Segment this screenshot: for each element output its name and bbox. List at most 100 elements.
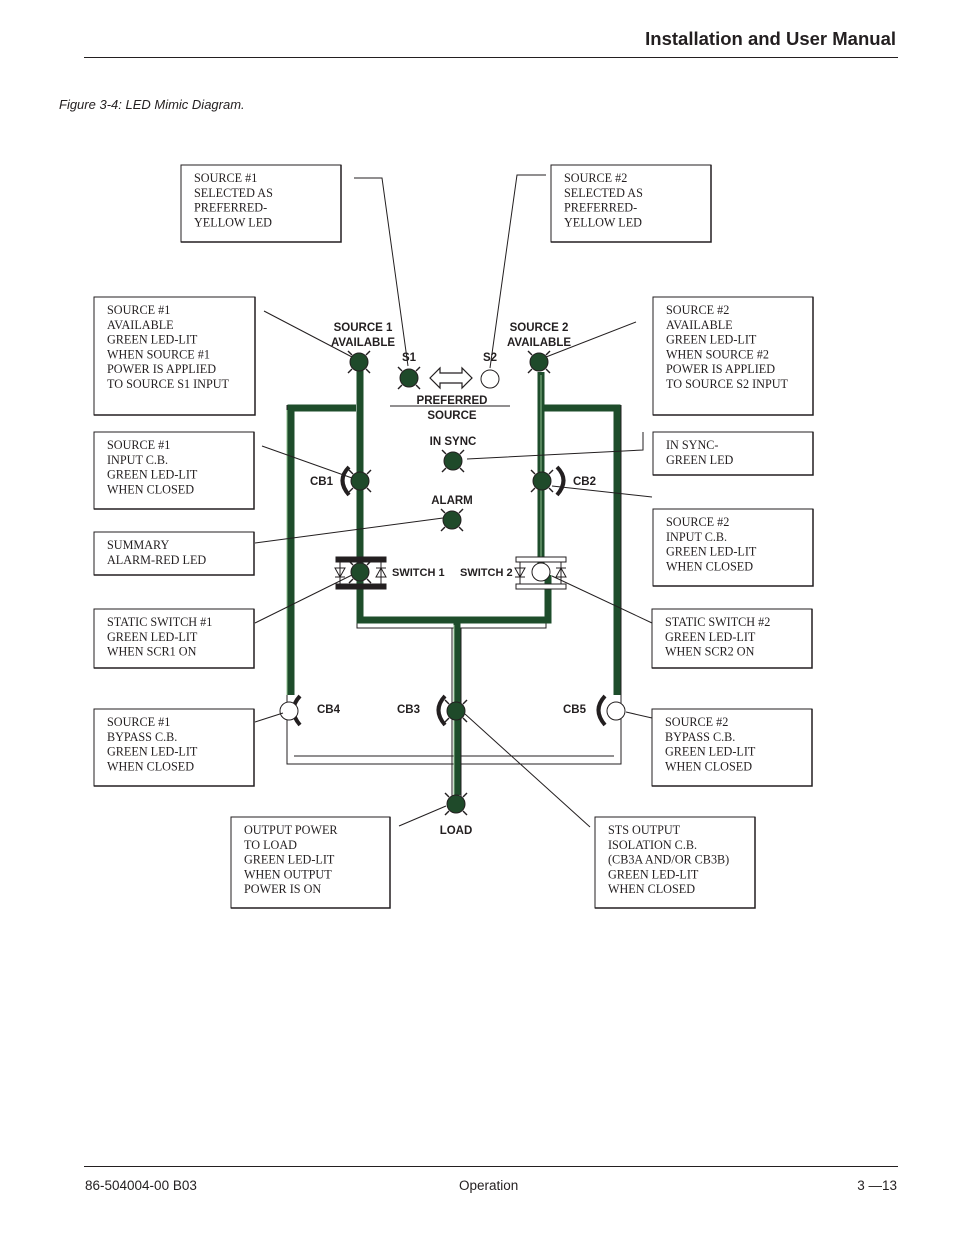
label-alarm: ALARM (431, 495, 473, 507)
footer-doc-number: 86-504004-00 B03 (85, 1178, 197, 1193)
led-cb4 (279, 701, 299, 721)
label-s1: S1 (402, 352, 417, 364)
callout-s2-available-line: WHEN SOURCE #2 (666, 347, 769, 361)
footer-rule (84, 1166, 898, 1167)
callout-s1-input-cb-line: WHEN CLOSED (107, 482, 194, 496)
callout-s2-input-cb-line: INPUT C.B. (666, 530, 727, 544)
bus-highlight (286, 375, 542, 795)
label-load: LOAD (440, 825, 473, 837)
cb2-arc (555, 465, 566, 497)
callout-s1-available-line: WHEN SOURCE #1 (107, 347, 210, 361)
callout-output-power-line: TO LOAD (244, 838, 297, 852)
callout-sts-output-line: WHEN CLOSED (608, 882, 695, 896)
callout-s1-input-cb-line: INPUT C.B. (107, 453, 168, 467)
footer-section: Operation (459, 1178, 519, 1193)
label-s2: S2 (483, 352, 497, 364)
header-rule (84, 57, 898, 58)
label-cb4: CB4 (317, 704, 341, 716)
led-switch1 (348, 560, 372, 584)
page-header-title: Installation and User Manual (645, 28, 896, 49)
led-load (444, 792, 468, 816)
label-source2: SOURCE 2 (510, 322, 569, 334)
label-preferred: PREFERRED (417, 395, 488, 407)
figure-caption: Figure 3-4: LED Mimic Diagram. (59, 97, 245, 112)
callout-s1-preferred-line: SOURCE #1 (194, 171, 257, 185)
led-cb2 (530, 469, 554, 493)
led-alarm (440, 508, 464, 532)
callout-static-switch-1-line: STATIC SWITCH #1 (107, 615, 212, 629)
led-in-sync (441, 449, 465, 473)
callout-output-power-line: OUTPUT POWER (244, 823, 338, 837)
callout-s2-bypass-cb-line: SOURCE #2 (665, 715, 728, 729)
callout-s2-preferred-line: YELLOW LED (564, 215, 642, 229)
callout-s1-bypass-cb-line: SOURCE #1 (107, 715, 170, 729)
callout-s2-preferred-line: PREFERRED- (564, 201, 637, 215)
callout-s2-available-line: POWER IS APPLIED (666, 362, 775, 376)
led-source2-available (527, 350, 551, 374)
led-switch2 (531, 562, 551, 582)
callout-s2-preferred-line: SOURCE #2 (564, 171, 627, 185)
callout-output-power-line: WHEN OUTPUT (244, 867, 332, 881)
callout-s2-input-cb-line: WHEN CLOSED (666, 559, 753, 573)
callout-s1-preferred-line: SELECTED AS (194, 186, 273, 200)
callout-static-switch-2-line: STATIC SWITCH #2 (665, 615, 770, 629)
led-cb5 (606, 701, 626, 721)
label-source1: SOURCE 1 (334, 322, 393, 334)
preferred-source-arrow (429, 366, 473, 390)
callout-s1-bypass-cb-line: WHEN CLOSED (107, 759, 194, 773)
callout-in-sync-line: GREEN LED (666, 453, 734, 467)
callout-static-switch-2-line: WHEN SCR2 ON (665, 645, 755, 659)
led-cb3 (444, 699, 468, 723)
callout-s1-input-cb-line: SOURCE #1 (107, 438, 170, 452)
callout-s2-bypass-cb-line: BYPASS C.B. (665, 730, 735, 744)
switch1-symbol (334, 556, 387, 590)
label-source1-available: AVAILABLE (331, 337, 395, 349)
callout-in-sync: IN SYNC-GREEN LED (652, 431, 814, 476)
cb5-arc (596, 694, 607, 727)
callout-s1-bypass-cb-line: BYPASS C.B. (107, 730, 177, 744)
callout-s2-available-line: TO SOURCE S2 INPUT (666, 377, 789, 391)
led-cb1 (348, 469, 372, 493)
callout-s1-preferred-line: PREFERRED- (194, 201, 267, 215)
callout-sts-output-line: STS OUTPUT (608, 823, 681, 837)
callout-sts-output-line: ISOLATION C.B. (608, 838, 697, 852)
callout-s2-preferred-line: SELECTED AS (564, 186, 643, 200)
led-s1-preferred (397, 366, 421, 390)
callout-summary-alarm-line: SUMMARY (107, 538, 170, 552)
callout-static-switch-2-line: GREEN LED-LIT (665, 630, 756, 644)
callout-s2-input-cb-line: GREEN LED-LIT (666, 545, 757, 559)
led-source1-available (347, 350, 371, 374)
callout-sts-output-line: (CB3A AND/OR CB3B) (608, 853, 729, 867)
callout-s1-bypass-cb-line: GREEN LED-LIT (107, 745, 198, 759)
callout-s1-input-cb-line: GREEN LED-LIT (107, 468, 198, 482)
label-cb2: CB2 (573, 476, 596, 488)
callout-s1-available-line: TO SOURCE S1 INPUT (107, 377, 230, 391)
callout-s1-available-line: AVAILABLE (107, 318, 174, 332)
callout-s2-available-line: SOURCE #2 (666, 303, 729, 317)
label-switch1: SWITCH 1 (392, 567, 445, 579)
callout-s1-available-line: GREEN LED-LIT (107, 333, 198, 347)
callout-s1-preferred-line: YELLOW LED (194, 215, 272, 229)
callout-s2-bypass-cb-line: WHEN CLOSED (665, 759, 752, 773)
led-s2-preferred (480, 369, 500, 389)
label-preferred-source: SOURCE (427, 410, 477, 422)
callout-s2-available-line: GREEN LED-LIT (666, 333, 757, 347)
cb3-arc (436, 694, 447, 727)
callout-s1-available-line: SOURCE #1 (107, 303, 170, 317)
switch2-symbol (514, 556, 567, 590)
